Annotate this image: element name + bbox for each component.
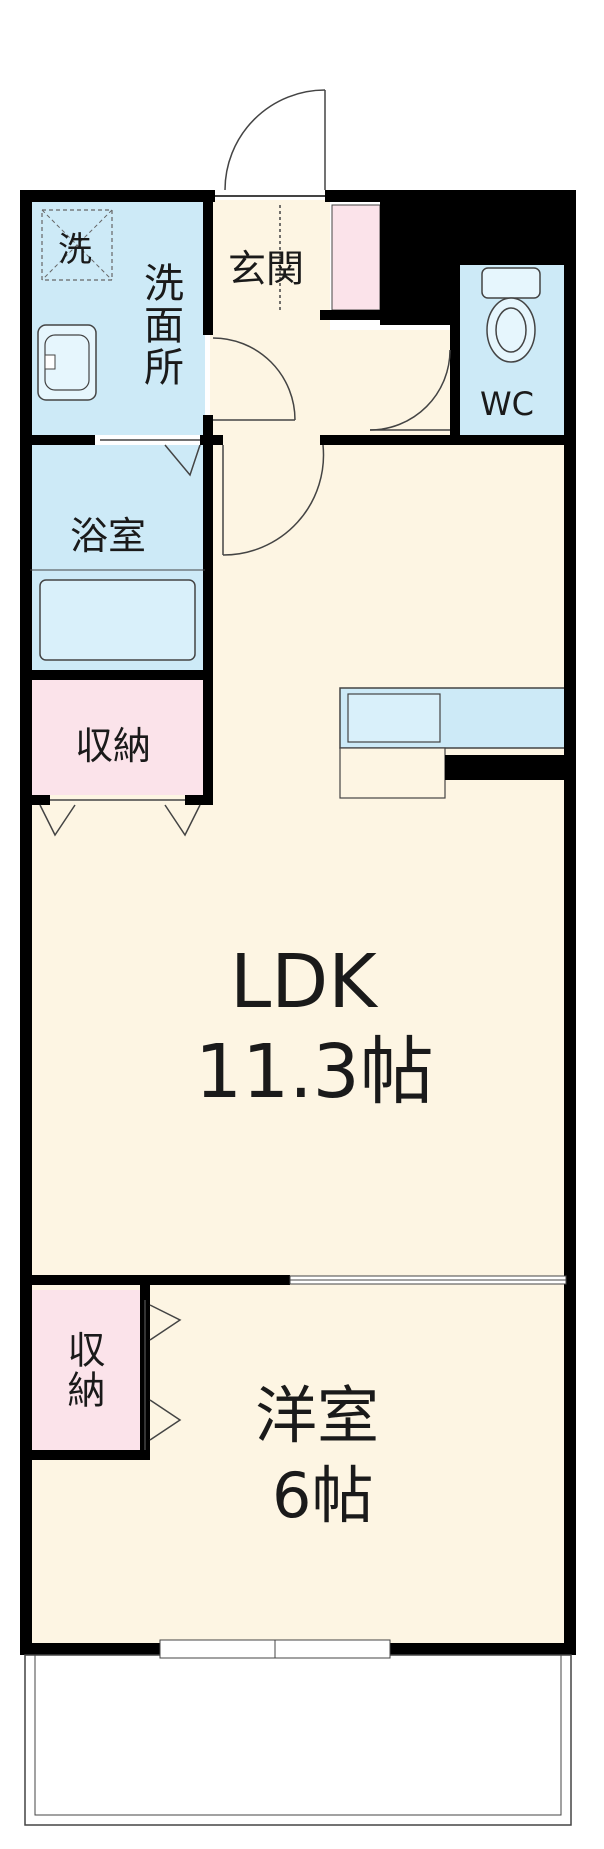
bathtub — [39, 579, 196, 661]
kitchen-cabinet — [339, 747, 446, 799]
hall-floor — [210, 330, 450, 450]
washroom-label: 洗面所 — [137, 262, 183, 388]
toilet-icon — [481, 267, 541, 363]
storage2-floor — [30, 1290, 145, 1455]
walls — [20, 190, 576, 1655]
wash-basin — [37, 324, 97, 401]
entrance-floor — [210, 200, 330, 330]
entrance-label: 玄関 — [228, 247, 305, 291]
ldk-label: LDK — [230, 939, 377, 1025]
western-label: 洋室 — [255, 1379, 380, 1452]
kitchen-sink — [347, 693, 441, 743]
ldk-size: 11.3帖 — [195, 1029, 434, 1115]
western-size: 6帖 — [272, 1459, 374, 1532]
washer-label: 洗 — [58, 230, 92, 270]
bath-label: 浴室 — [70, 514, 147, 558]
storage1-label: 収納 — [75, 724, 152, 768]
doors — [39, 89, 451, 1450]
shoe-cabinet — [331, 204, 381, 311]
storage1-floor — [30, 680, 205, 795]
balcony — [24, 1654, 572, 1826]
washer-space — [41, 209, 113, 281]
wc-label: WC — [480, 385, 534, 423]
storage2-label: 収納 — [61, 1330, 105, 1410]
